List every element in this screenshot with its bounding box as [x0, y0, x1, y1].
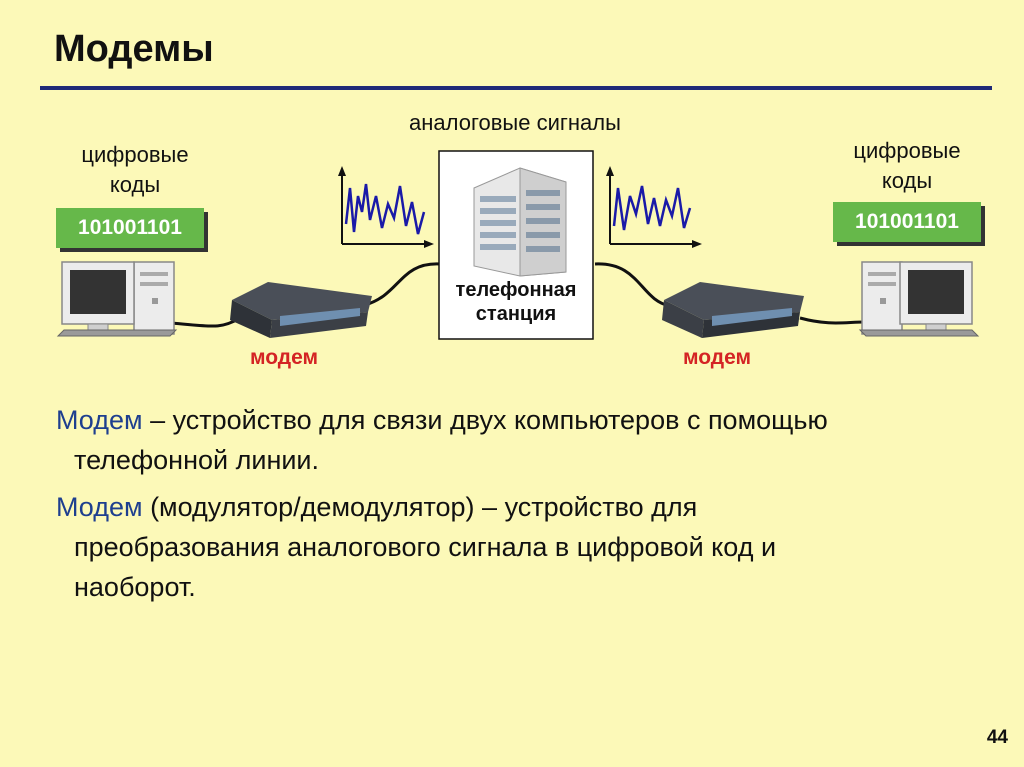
left-digital-codes-line1: цифровые: [81, 142, 189, 167]
left-digital-codes-line2: коды: [109, 172, 161, 197]
definition-2-term: Модем: [56, 492, 143, 522]
cable-left-modem-station: [364, 262, 441, 307]
definition-1-text1: – устройство для связи двух компьютеров …: [142, 405, 828, 435]
building-icon: [473, 167, 567, 277]
right-digital-codes-line2: коды: [881, 168, 933, 193]
left-digital-codes-label: цифровые коды: [50, 140, 220, 200]
definition-1-term: Модем: [56, 405, 143, 435]
cable-right-modem-pc: [799, 316, 866, 325]
definition-2-line1: Модем (модулятор/демодулятор) – устройст…: [56, 487, 996, 527]
station-label-line2: станция: [475, 303, 557, 325]
slide-title: Модемы: [54, 28, 214, 70]
right-digital-codes-line1: цифровые: [853, 138, 961, 163]
definition-2-text1: (модулятор/демодулятор) – устройство для: [142, 492, 698, 522]
right-modem-icon: [662, 282, 804, 338]
left-analog-signal-chart: [338, 166, 434, 248]
right-computer-icon: [858, 261, 980, 337]
title-divider: [40, 86, 992, 90]
definition-1: Модем – устройство для связи двух компью…: [56, 400, 996, 480]
cable-left-pc-modem: [169, 316, 241, 328]
right-modem-label: модем: [683, 346, 752, 369]
definition-1-line1: Модем – устройство для связи двух компью…: [56, 400, 996, 440]
left-code-box: 101001101: [56, 208, 204, 248]
station-label: телефонная станция: [452, 278, 580, 326]
definition-2-line3: наоборот.: [74, 572, 196, 602]
left-modem-label: модем: [250, 346, 319, 369]
left-computer-icon: [56, 261, 178, 337]
station-label-line1: телефонная: [455, 279, 577, 301]
definition-2: Модем (модулятор/демодулятор) – устройст…: [56, 487, 996, 607]
left-modem-icon: [230, 282, 372, 338]
definition-1-line2: телефонной линии.: [74, 445, 320, 475]
right-digital-codes-label: цифровые коды: [822, 136, 992, 196]
definition-2-line2: преобразования аналогового сигнала в циф…: [74, 532, 777, 562]
cable-station-right-modem: [594, 262, 671, 308]
right-analog-signal-chart: [606, 166, 702, 248]
page-number: 44: [986, 727, 1008, 748]
right-code-box: 101001101: [833, 202, 981, 242]
analog-signals-label: аналоговые сигналы: [409, 110, 621, 135]
